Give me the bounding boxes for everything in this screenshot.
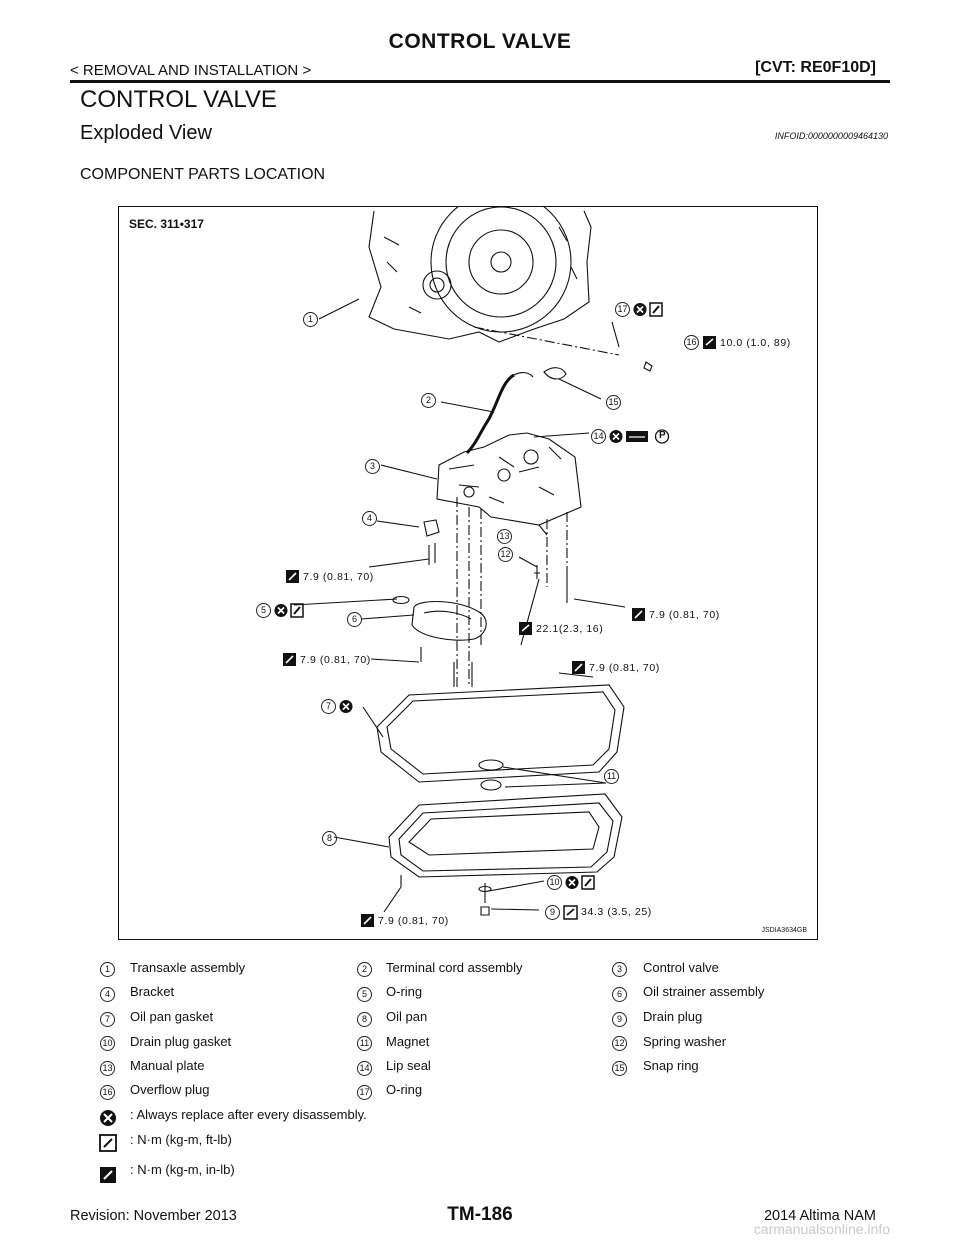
torque-ftlb-icon — [99, 1134, 117, 1152]
symbol-p-label: P — [659, 430, 667, 441]
callout-12: 12 — [498, 547, 513, 562]
symbol-legend-inlb: : N·m (kg-m, in-lb) — [130, 1162, 235, 1177]
callout-3: 3 — [365, 459, 380, 474]
legend-num-4: 4 — [100, 987, 115, 1002]
legend-num-7: 7 — [100, 1012, 115, 1027]
header-rule — [70, 80, 890, 83]
legend-num-15: 15 — [612, 1061, 627, 1076]
callout-15: 15 — [606, 395, 621, 410]
torque-inlb-icon — [283, 653, 296, 666]
torque-value-9: 34.3 (3.5, 25) — [581, 906, 652, 918]
torque-value-right-lower: 7.9 (0.81, 70) — [589, 662, 660, 674]
torque-inlb-icon — [286, 570, 299, 583]
footer-page-number: TM-186 — [447, 1204, 513, 1225]
legend-text-12: Spring washer — [643, 1034, 727, 1049]
callout-10: 10 — [547, 875, 562, 890]
callout-4: 4 — [362, 511, 377, 526]
torque-inlb-icon — [572, 661, 585, 674]
legend-num-10: 10 — [100, 1036, 115, 1051]
legend-num-14: 14 — [357, 1061, 372, 1076]
figure-section-label: SEC. 311•317 — [129, 217, 204, 231]
section-title: CONTROL VALVE — [80, 86, 277, 113]
legend-num-11: 11 — [357, 1036, 372, 1051]
torque-value-bottom: 7.9 (0.81, 70) — [378, 915, 449, 927]
info-id: INFOID:0000000009464130 — [774, 131, 888, 141]
legend-num-2: 2 — [357, 962, 372, 977]
callout-9: 9 — [545, 905, 560, 920]
legend-text-1: Transaxle assembly — [130, 960, 246, 975]
subsection-title: Exploded View — [80, 122, 212, 144]
callout-17-symbols — [633, 302, 663, 317]
torque-inlb-icon — [632, 608, 645, 621]
legend-text-2: Terminal cord assembly — [386, 960, 523, 975]
replace-icon — [100, 1110, 116, 1126]
callout-14-symbols — [609, 429, 670, 444]
callout-5: 5 — [256, 603, 271, 618]
torque-value-center: 22.1(2.3, 16) — [536, 623, 604, 635]
callout-17: 17 — [615, 302, 630, 317]
torque-ftlb-icon — [563, 905, 578, 920]
legend-num-16: 16 — [100, 1085, 115, 1100]
legend-text-8: Oil pan — [386, 1009, 428, 1024]
torque-inlb-icon — [100, 1167, 116, 1183]
symbol-legend-ftlb: : N·m (kg-m, ft-lb) — [130, 1132, 232, 1147]
exploded-view-figure: SEC. 311•317 JSDIA3634GB 1 2 3 4 5 6 7 8… — [118, 206, 818, 940]
legend-text-13: Manual plate — [130, 1058, 205, 1073]
legend-num-6: 6 — [612, 987, 627, 1002]
torque-ftlb-icon — [703, 336, 716, 349]
callout-7-symbols — [339, 700, 353, 713]
location-title: COMPONENT PARTS LOCATION — [80, 166, 326, 183]
legend-num-12: 12 — [612, 1036, 627, 1051]
callout-13: 13 — [497, 529, 512, 544]
legend-num-3: 3 — [612, 962, 627, 977]
torque-value-16: 10.0 (1.0, 89) — [720, 337, 791, 349]
callout-8: 8 — [322, 831, 337, 846]
legend-text-4: Bracket — [130, 984, 175, 999]
page-header-title: CONTROL VALVE — [388, 30, 572, 53]
torque-inlb-icon — [361, 914, 374, 927]
legend-text-15: Snap ring — [643, 1058, 699, 1073]
legend-text-9: Drain plug — [643, 1009, 703, 1024]
callout-6: 6 — [347, 612, 362, 627]
callout-7: 7 — [321, 699, 336, 714]
legend-num-1: 1 — [100, 962, 115, 977]
legend-text-3: Control valve — [643, 960, 719, 975]
legend-num-8: 8 — [357, 1012, 372, 1027]
header-section-label: < REMOVAL AND INSTALLATION > — [70, 62, 312, 79]
legend-text-16: Overflow plug — [130, 1082, 210, 1097]
legend-num-17: 17 — [357, 1085, 372, 1100]
legend-text-17: O-ring — [386, 1082, 423, 1097]
callout-5-symbols — [274, 603, 304, 618]
exploded-view-drawing — [293, 207, 653, 916]
legend-num-13: 13 — [100, 1061, 115, 1076]
callout-10-symbols — [565, 875, 595, 890]
callout-11: 11 — [604, 769, 619, 784]
legend-text-5: O-ring — [386, 984, 423, 999]
torque-value-right-upper: 7.9 (0.81, 70) — [649, 609, 720, 621]
header-model-label: [CVT: RE0F10D] — [755, 59, 876, 76]
legend-text-6: Oil strainer assembly — [643, 984, 765, 999]
legend-text-14: Lip seal — [386, 1058, 431, 1073]
footer-model-year: 2014 Altima NAM — [763, 1208, 876, 1224]
legend-text-7: Oil pan gasket — [130, 1009, 214, 1024]
legend-text-10: Drain plug gasket — [130, 1034, 232, 1049]
callout-2: 2 — [421, 393, 436, 408]
torque-ftlb-icon — [519, 622, 532, 635]
callout-16: 16 — [684, 335, 699, 350]
legend-text-11: Magnet — [386, 1034, 430, 1049]
callout-1: 1 — [303, 312, 318, 327]
legend-num-5: 5 — [357, 987, 372, 1002]
legend-num-9: 9 — [612, 1012, 627, 1027]
watermark: carmanualsonline.info — [753, 1221, 890, 1237]
figure-code: JSDIA3634GB — [761, 927, 807, 934]
symbol-legend-replace: : Always replace after every disassembly… — [130, 1107, 367, 1122]
callout-14: 14 — [591, 429, 606, 444]
torque-value-left-lower: 7.9 (0.81, 70) — [300, 654, 371, 666]
footer-revision: Revision: November 2013 — [70, 1208, 237, 1224]
torque-value-left-upper: 7.9 (0.81, 70) — [303, 571, 374, 583]
